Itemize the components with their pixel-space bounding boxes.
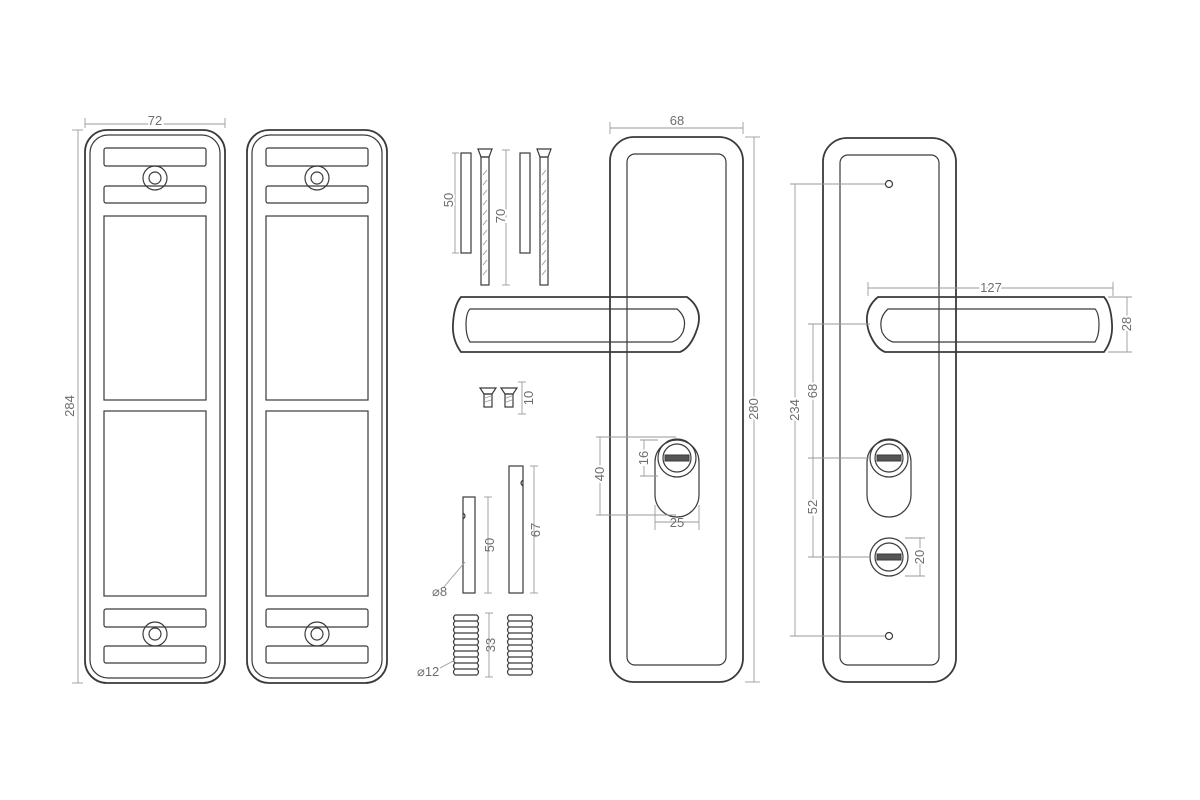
handle-plate-thumbturn [822, 137, 1113, 683]
spindles [462, 465, 524, 594]
dim-label-234: 234 [787, 399, 802, 421]
dimension-pin-short: 50 [439, 152, 459, 254]
dimension-pin-long: 70 [491, 149, 510, 286]
dim-label-72: 72 [148, 113, 162, 128]
dim-label-spring-33: 33 [483, 638, 498, 652]
dimension-screw: 10 [518, 381, 536, 415]
dimension-lever-to-key: 68 [803, 323, 870, 459]
dim-label-127: 127 [980, 280, 1002, 295]
dim-label-spindle-50: 50 [482, 538, 497, 552]
dim-label-16: 16 [636, 451, 651, 465]
dim-label-20: 20 [912, 550, 927, 564]
dimension-spindle-short: 50 [482, 496, 497, 594]
dimension-key-to-thumbturn: 52 [803, 458, 870, 558]
dimension-plate-width: 68 [609, 111, 744, 134]
dimension-spring-length: 33 [483, 612, 498, 678]
dimension-backplate-height: 284 [60, 129, 83, 684]
springs [452, 614, 534, 676]
backplate-front-view [84, 129, 226, 684]
dim-label-68: 68 [670, 113, 684, 128]
dim-label-280: 280 [746, 398, 761, 420]
dimension-mount-spacing: 234 [785, 183, 885, 637]
mounting-pins [460, 148, 552, 286]
dim-label-pin-50: 50 [441, 193, 456, 207]
dim-label-pin-70: 70 [493, 209, 508, 223]
dimension-spindle-long: 67 [528, 465, 543, 594]
handle-plate-cylinder [452, 136, 744, 683]
dim-label-40: 40 [592, 467, 607, 481]
dim-label-spindle-67: 67 [528, 523, 543, 537]
dimension-spring-diameter: ⌀12 [417, 659, 456, 679]
dimension-backplate-width: 72 [84, 111, 226, 130]
backplate-rear-view [246, 129, 388, 684]
dim-label-diameter-8: ⌀8 [432, 584, 447, 599]
dim-label-52: 52 [805, 500, 820, 514]
dimension-spindle-diameter: ⌀8 [432, 561, 466, 599]
dim-label-screw-10: 10 [521, 391, 536, 405]
dim-label-25: 25 [670, 515, 684, 530]
dimension-cylinder-offset: 40 [590, 436, 676, 516]
dimension-cylinder-top: 16 [634, 439, 658, 477]
dimension-lever-length: 127 [867, 278, 1114, 297]
screws [478, 387, 519, 408]
dimension-thumbturn-size: 20 [905, 537, 929, 577]
dim-label-284: 284 [62, 395, 77, 417]
dimension-cylinder-width: 25 [654, 505, 700, 530]
dim-label-28: 28 [1119, 317, 1134, 331]
dimension-lever-height: 28 [1108, 296, 1136, 353]
dim-label-68-b: 68 [805, 384, 820, 398]
dim-label-diameter-12: ⌀12 [417, 664, 439, 679]
dimension-plate-height: 280 [744, 136, 763, 683]
